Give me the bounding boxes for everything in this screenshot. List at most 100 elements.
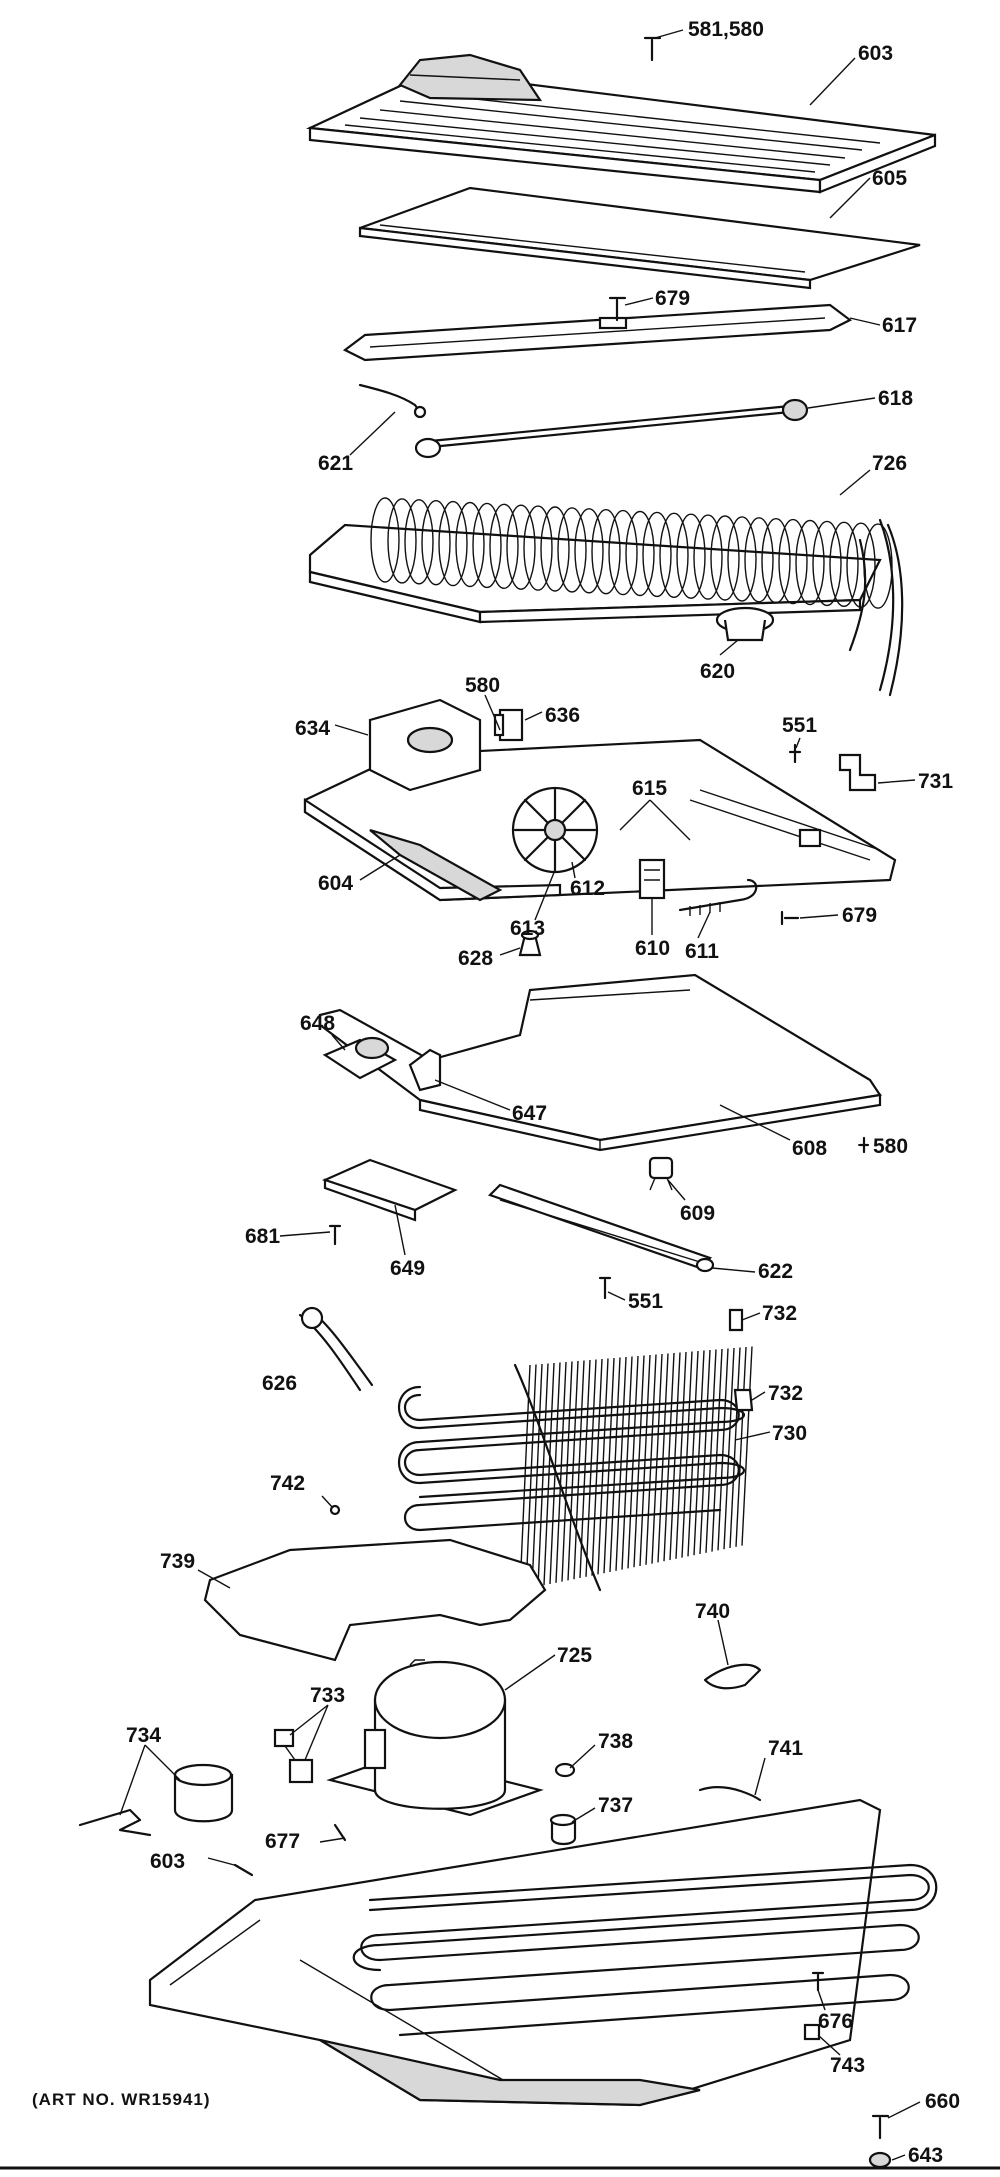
coil-turn — [727, 516, 757, 602]
part-611-spring — [678, 878, 758, 916]
condenser-fin — [603, 1357, 615, 1574]
condenser-fin — [723, 1347, 735, 1550]
coil-turn — [540, 506, 570, 592]
label-740: 740 — [695, 1600, 730, 1623]
label-742: 742 — [270, 1472, 305, 1495]
label-610: 610 — [635, 937, 670, 960]
coil-turn — [710, 515, 740, 601]
part-649-cover — [321, 1158, 458, 1222]
label-743: 743 — [830, 2054, 865, 2077]
label-581-580: 581,580 — [688, 18, 764, 41]
coil-turn — [574, 508, 604, 594]
label-603-top: 603 — [858, 42, 893, 65]
condenser-fin — [693, 1350, 705, 1556]
part-608-panel — [318, 973, 882, 1152]
coil-turn — [744, 517, 774, 603]
label-660: 660 — [925, 2090, 960, 2113]
part-610-motor — [638, 858, 666, 900]
coil-turn — [438, 500, 468, 587]
coil-turn — [608, 509, 638, 596]
coil-turn — [829, 521, 859, 607]
part-622-heater — [487, 1183, 715, 1273]
part-612-fan-blade — [511, 786, 599, 874]
part-732-clip-a — [728, 1308, 744, 1332]
label-731: 731 — [918, 770, 953, 793]
label-677: 677 — [265, 1830, 300, 1853]
label-679-b: 679 — [842, 904, 877, 927]
label-648: 648 — [300, 1012, 335, 1035]
part-605-panel — [358, 186, 921, 290]
label-605: 605 — [872, 167, 907, 190]
label-603-b: 603 — [150, 1850, 185, 1873]
coil-turn — [795, 519, 825, 606]
label-551-b: 551 — [628, 1290, 663, 1313]
part-738-grommet — [554, 1762, 576, 1778]
label-730: 730 — [772, 1422, 807, 1445]
coil-turn — [404, 499, 434, 585]
part-679-screw-top — [608, 296, 627, 322]
label-628: 628 — [458, 947, 493, 970]
coil-turn — [676, 513, 706, 599]
label-580-a: 580 — [465, 674, 500, 697]
part-609-grommet — [648, 1156, 674, 1191]
part-628-grommet — [518, 929, 542, 957]
coil-turn — [387, 498, 417, 584]
condenser-fin — [573, 1360, 585, 1580]
label-615: 615 — [632, 777, 667, 800]
part-620-thermostat — [715, 606, 775, 642]
part-551-clip-b — [598, 1276, 612, 1300]
label-621: 621 — [318, 452, 353, 475]
part-648-damper — [322, 1036, 398, 1080]
part-731-bracket — [838, 753, 877, 792]
coil-turn — [489, 503, 519, 589]
part-604-fan-housing — [303, 738, 897, 902]
part-618-heater-rod — [414, 398, 809, 459]
label-732-b: 732 — [768, 1382, 803, 1405]
coil-turn — [591, 509, 621, 595]
part-725-compressor — [326, 1659, 544, 1817]
part-621-wire — [358, 383, 427, 419]
condenser-fin — [675, 1351, 687, 1559]
label-609: 609 — [680, 1202, 715, 1225]
coil-turn — [812, 520, 842, 607]
label-676: 676 — [818, 2010, 853, 2033]
condenser-fin — [615, 1356, 627, 1571]
part-647-control — [408, 1048, 442, 1092]
coil-turn — [557, 507, 587, 593]
part-660-screw — [871, 2114, 890, 2140]
part-734-capacitor — [78, 1763, 234, 1837]
coil-turn — [523, 505, 553, 591]
label-620: 620 — [700, 660, 735, 683]
part-739-pan — [203, 1538, 547, 1662]
part-726-evaporator — [308, 497, 904, 697]
leader-lines — [119, 29, 921, 2161]
condenser-fin — [621, 1356, 633, 1570]
condenser-fin — [735, 1346, 747, 1547]
label-626: 626 — [262, 1372, 297, 1395]
label-604: 604 — [318, 872, 353, 895]
part-740-clip — [703, 1663, 762, 1690]
part-603-cover — [305, 53, 937, 194]
label-738: 738 — [598, 1730, 633, 1753]
label-643: 643 — [908, 2144, 943, 2167]
condenser-fin — [711, 1348, 723, 1552]
part-733-relay — [273, 1728, 314, 1784]
part-681-screw — [328, 1224, 342, 1246]
condenser-fin — [609, 1357, 621, 1573]
label-608: 608 — [792, 1137, 827, 1160]
label-725: 725 — [557, 1644, 592, 1667]
part-labels: 581,580 603 605 679 617 618 621 726 620 … — [32, 18, 960, 2167]
label-611: 611 — [685, 940, 719, 963]
coil-turn — [761, 518, 791, 604]
part-634-motor-bracket — [368, 698, 482, 792]
label-679-top: 679 — [655, 287, 690, 310]
part-base-frame — [148, 1798, 882, 2107]
coil-turn — [421, 500, 451, 586]
part-617-bracket — [342, 303, 853, 362]
part-677-screw — [333, 1823, 347, 1842]
condenser-fin — [663, 1352, 675, 1562]
condenser-fin — [741, 1346, 753, 1546]
condenser-fin — [699, 1349, 711, 1555]
coil-turn — [506, 504, 536, 590]
